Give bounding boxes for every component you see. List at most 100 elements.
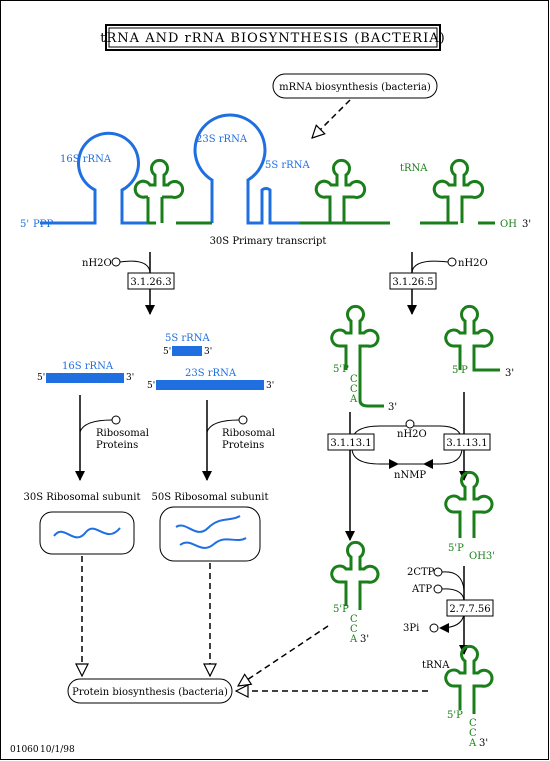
- product-5s-5prime: 5': [163, 347, 171, 357]
- right-protein-line2: Proteins: [222, 440, 264, 451]
- nnmp-shared-link: [351, 447, 463, 465]
- pi-label: 3Pi: [403, 623, 419, 634]
- trna-precursor-a: A: [349, 394, 358, 405]
- right-protein-dot: [238, 415, 248, 425]
- left-nh2o-label: nH2O: [82, 258, 112, 269]
- right-nh2o-dot: [447, 257, 457, 267]
- enzyme-3-1-26-5-label: 3.1.26.5: [392, 277, 433, 288]
- product-16s-label: 16S rRNA: [62, 361, 114, 372]
- mature-trna-label: tRNA: [422, 660, 450, 671]
- product-16s-3prime: 3': [126, 373, 134, 383]
- transcript-23s-label: 23S rRNA: [196, 134, 248, 145]
- left-protein-link: [79, 419, 113, 433]
- atp-label: ATP: [411, 584, 432, 595]
- transcript-oh: OH: [500, 219, 517, 230]
- trna-oh3-label: OH3': [469, 551, 495, 562]
- transcript-16s-label: 16S rRNA: [60, 154, 112, 165]
- nnmp-label: nNMP: [394, 470, 426, 481]
- trna-precursor-c2: C: [350, 384, 358, 395]
- trna-product-c2: C: [350, 624, 358, 635]
- trna-noncca-5p: 5'P: [452, 365, 468, 376]
- trna-mature-3prime: 3': [479, 738, 488, 749]
- nh2o-mid-label: nH2O: [397, 429, 427, 440]
- trna-mature: [444, 644, 494, 714]
- trna-product-5p: 5'P: [333, 604, 349, 615]
- ctp-link: [441, 571, 465, 591]
- trna-precursor-3prime: 3': [388, 402, 397, 413]
- trna-oh3: [444, 470, 494, 538]
- product-5s-label: 5S rRNA: [165, 333, 210, 344]
- atp-dot: [433, 584, 443, 594]
- trna-product-a: A: [349, 634, 358, 645]
- right-protein-link: [206, 419, 240, 433]
- enzyme-3-1-26-3-label: 3.1.26.3: [130, 277, 171, 288]
- product-23s-5prime: 5': [147, 381, 155, 391]
- trna-mature-a: A: [468, 738, 477, 749]
- product-5s-3prime: 3': [204, 347, 212, 357]
- trna-mature-5p: 5'P: [447, 710, 463, 721]
- nh2o-mid-dot: [405, 419, 415, 429]
- right-nh2o-label: nH2O: [458, 258, 488, 269]
- protein-biosynthesis-label: Protein biosynthesis (bacteria): [72, 687, 228, 698]
- trna-precursor-noncca: [444, 304, 500, 372]
- subunit-50s-label: 50S Ribosomal subunit: [152, 492, 269, 503]
- left-nh2o-dot: [111, 257, 121, 267]
- protein-biosynthesis-node[interactable]: Protein biosynthesis (bacteria): [67, 678, 233, 704]
- mrna-biosynthesis-label: mRNA biosynthesis (bacteria): [279, 82, 431, 93]
- trna-precursor-5p: 5'P: [333, 364, 349, 375]
- pi-dot: [429, 623, 439, 633]
- transcript-trna-label: tRNA: [400, 163, 428, 174]
- trna-mature-c1: C: [469, 718, 477, 729]
- product-23s-bar: [156, 380, 264, 390]
- footer-date: 10/1/98: [40, 745, 75, 755]
- enzyme-3-1-13-1-right-label: 3.1.13.1: [446, 438, 487, 449]
- right-nh2o-link: [411, 260, 449, 273]
- product-23s-3prime: 3': [266, 381, 274, 391]
- trna-precursor-c1: C: [350, 374, 358, 385]
- left-protein-dot: [111, 415, 121, 425]
- transcript-ppp: PPP: [33, 219, 53, 230]
- arrow-trna-to-protein: [238, 625, 329, 686]
- mrna-arrow: [312, 99, 351, 138]
- right-protein-line1: Ribosomal: [222, 428, 275, 439]
- enzyme-3-1-13-1-left-label: 3.1.13.1: [330, 438, 371, 449]
- trna-noncca-3prime: 3': [505, 368, 514, 379]
- ctp-label: 2CTP: [407, 567, 435, 578]
- product-16s-5prime: 5': [37, 373, 45, 383]
- ctp-dot: [433, 567, 443, 577]
- trna-precursor-cca: [330, 304, 384, 408]
- subunit-30s[interactable]: [39, 511, 135, 555]
- subunit-30s-label: 30S Ribosomal subunit: [24, 492, 141, 503]
- mrna-biosynthesis-node[interactable]: mRNA biosynthesis (bacteria): [272, 73, 438, 99]
- left-protein-line2: Proteins: [96, 440, 138, 451]
- product-16s-bar: [46, 373, 124, 383]
- trna-product-3prime: 3': [360, 634, 369, 645]
- transcript-trna-cloverleaves: [133, 158, 485, 223]
- enzyme-3-1-13-1-right[interactable]: 3.1.13.1: [443, 433, 491, 451]
- product-5s-bar: [172, 346, 202, 356]
- left-nh2o-link: [119, 260, 151, 273]
- product-23s-label: 23S rRNA: [185, 368, 237, 379]
- trna-cca-product: [330, 540, 380, 610]
- title-box: tRNA AND rRNA BIOSYNTHESIS (BACTERIA): [100, 24, 445, 51]
- subunit-50s[interactable]: [159, 506, 261, 562]
- atp-link: [441, 588, 465, 601]
- transcript-label: 30S Primary transcript: [210, 236, 327, 247]
- page-title: tRNA AND rRNA BIOSYNTHESIS (BACTERIA): [100, 31, 445, 46]
- transcript-5s-label: 5S rRNA: [265, 160, 310, 171]
- trna-oh3-5p: 5'P: [448, 543, 464, 554]
- enzyme-3-1-26-5[interactable]: 3.1.26.5: [389, 272, 437, 290]
- left-protein-line1: Ribosomal: [96, 428, 149, 439]
- trna-mature-c2: C: [469, 728, 477, 739]
- transcript-3prime: 3': [522, 219, 531, 230]
- enzyme-2-7-7-56[interactable]: 2.7.7.56: [446, 599, 494, 617]
- footer-id: 01060: [10, 745, 39, 755]
- trna-product-c1: C: [350, 614, 358, 625]
- transcript-5prime: 5': [20, 219, 29, 230]
- enzyme-3-1-26-3[interactable]: 3.1.26.3: [127, 272, 175, 290]
- enzyme-2-7-7-56-label: 2.7.7.56: [449, 604, 490, 615]
- enzyme-3-1-13-1-left[interactable]: 3.1.13.1: [327, 433, 375, 451]
